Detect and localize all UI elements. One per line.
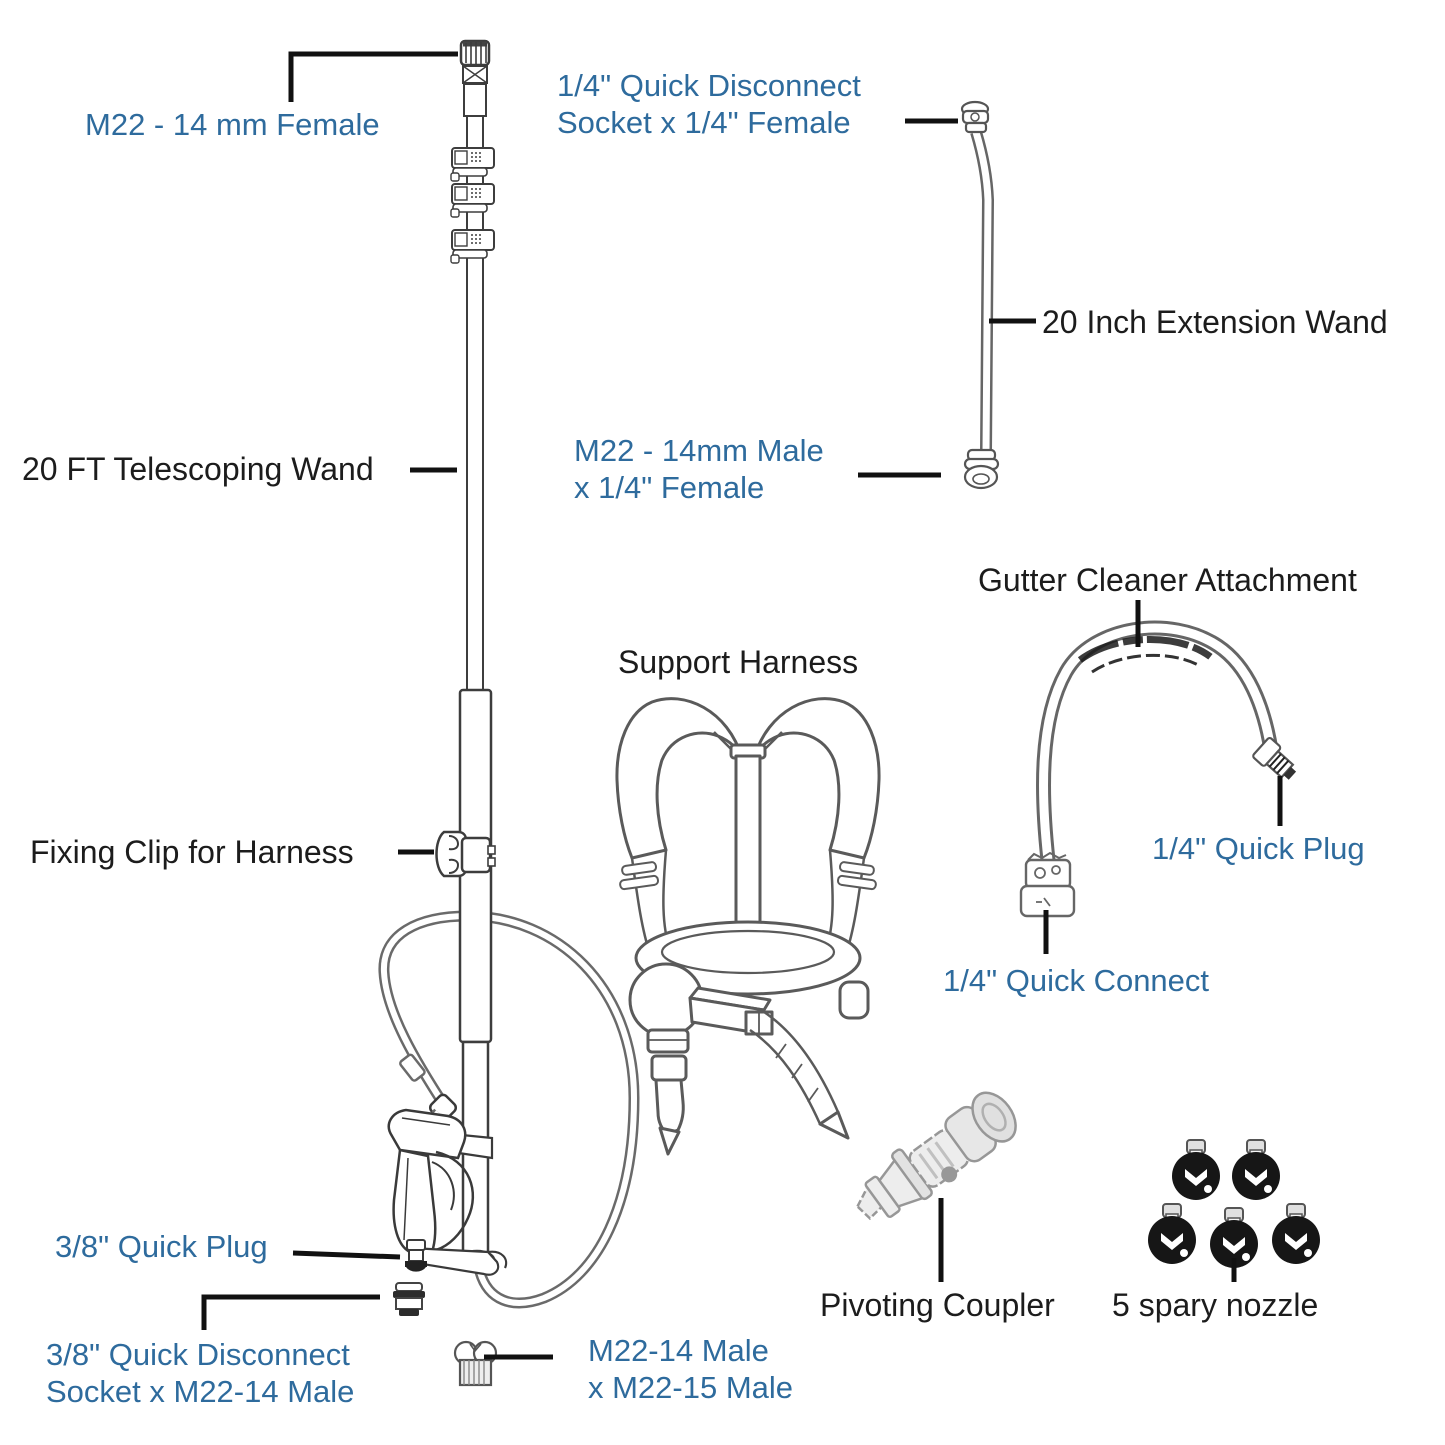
label-m22-adapter-line2: x M22-15 Male [588, 1370, 794, 1405]
label-fixing-clip: Fixing Clip for Harness [30, 834, 354, 870]
pivoting-coupler-drawing [855, 1091, 1017, 1221]
leader-m22-female [288, 51, 458, 102]
label-qd-socket-line1: 1/4" Quick Disconnect [557, 68, 861, 103]
extension-wand-top-fitting [960, 100, 990, 134]
leader-qd-socket-38 [201, 1294, 380, 1330]
label-qd-socket: 1/4" Quick Disconnect Socket x 1/4" Fema… [557, 67, 861, 141]
label-qd-socket-38-line2: Socket x M22-14 Male [46, 1374, 355, 1409]
label-quick-plug-38: 3/8" Quick Plug [55, 1229, 268, 1264]
spray-nozzle-icon [1232, 1139, 1280, 1200]
label-m22-female: M22 - 14 mm Female [85, 107, 380, 142]
label-m22-male-line2: x 1/4" Female [574, 470, 765, 505]
label-extension-wand: 20 Inch Extension Wand [1042, 304, 1388, 340]
spray-nozzle-icon [1210, 1207, 1258, 1268]
hose-loop-drawing [378, 910, 640, 1309]
quick-connect-14-drawing [1019, 851, 1076, 918]
wand-clamp-2 [450, 183, 495, 218]
gutter-cleaner-drawing [1019, 620, 1297, 918]
wand-clamp-3 [450, 229, 495, 264]
qd-socket-38-drawing [393, 1282, 425, 1316]
spray-nozzles-drawing [1148, 1139, 1320, 1268]
quick-plug-14-drawing [1252, 737, 1297, 780]
label-spray-nozzles: 5 spary nozzle [1112, 1287, 1319, 1323]
gutter-cleaner-shading [1077, 636, 1215, 663]
wand-clamp-1 [450, 147, 495, 182]
leader-quick-plug-38 [292, 1250, 401, 1260]
extension-wand-bottom-fitting [963, 448, 1000, 490]
label-qd-socket-38-line1: 3/8" Quick Disconnect [46, 1337, 350, 1372]
hose-coupler-sleeve [399, 1053, 426, 1082]
m22-adapter-drawing [453, 1340, 498, 1387]
label-m22-adapter: M22-14 Male x M22-15 Male [588, 1332, 793, 1406]
telescoping-wand-drawing [450, 39, 496, 1271]
label-m22-male-line1: M22 - 14mm Male [574, 433, 824, 468]
label-quick-connect-14: 1/4" Quick Connect [943, 963, 1210, 998]
quick-plug-38-drawing [405, 1239, 427, 1272]
label-m22-adapter-line1: M22-14 Male [588, 1333, 769, 1368]
fixing-clip-drawing [435, 830, 496, 878]
label-quick-plug-14: 1/4" Quick Plug [1152, 831, 1365, 866]
spray-gun-drawing [387, 1093, 508, 1276]
spray-nozzle-icon [1172, 1139, 1220, 1200]
label-support-harness: Support Harness [618, 644, 859, 680]
spray-nozzle-icon [1272, 1203, 1320, 1264]
label-pivoting-coupler: Pivoting Coupler [820, 1287, 1055, 1323]
label-qd-socket-38: 3/8" Quick Disconnect Socket x M22-14 Ma… [46, 1336, 354, 1410]
label-telescoping-wand: 20 FT Telescoping Wand [22, 451, 374, 487]
leader-lines [201, 51, 1283, 1360]
label-m22-male: M22 - 14mm Male x 1/4" Female [574, 432, 824, 506]
support-harness-drawing [615, 697, 881, 1156]
label-qd-socket-line2: Socket x 1/4" Female [557, 105, 851, 140]
label-gutter-cleaner: Gutter Cleaner Attachment [978, 562, 1357, 598]
extension-wand-drawing [960, 100, 1000, 490]
spray-nozzle-icon [1148, 1203, 1196, 1264]
